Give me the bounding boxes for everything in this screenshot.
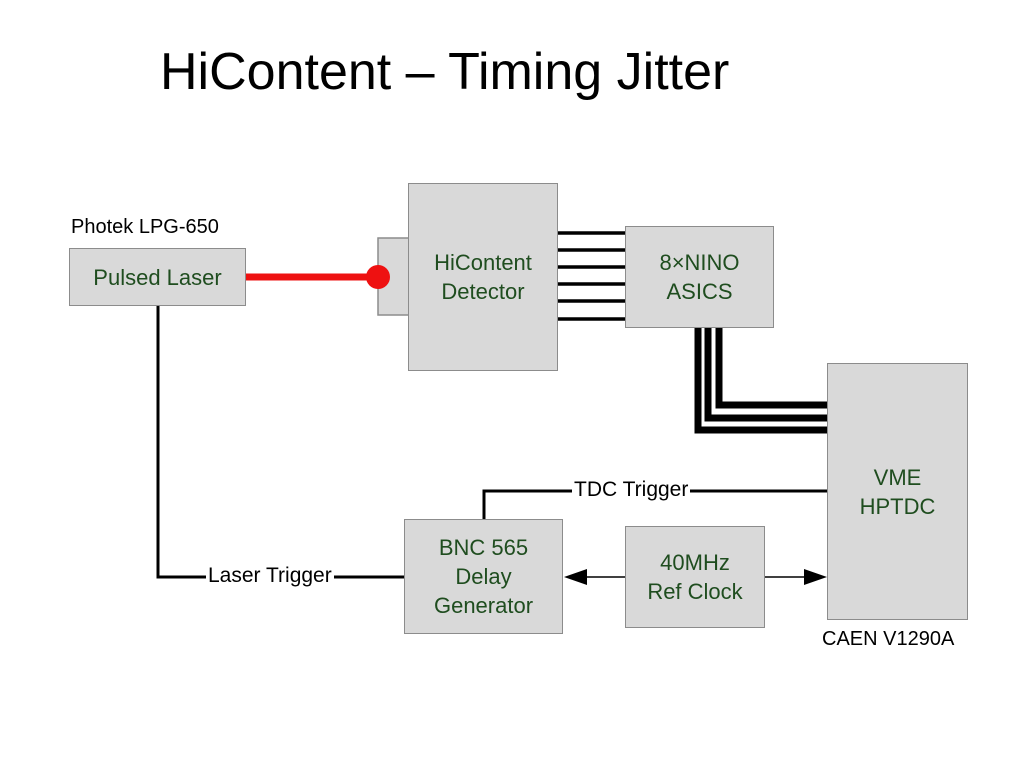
ref-clock-block: 40MHz Ref Clock <box>625 526 765 628</box>
hicontent-detector-label: HiContent Detector <box>434 250 532 304</box>
ref-clock-label: 40MHz Ref Clock <box>647 550 743 604</box>
vme-hptdc-block: VME HPTDC <box>827 363 968 620</box>
clock-to-vme-arrowhead <box>804 569 827 585</box>
delay-generator-label: BNC 565 Delay Generator <box>433 535 534 618</box>
hicontent-detector-block: HiContent Detector <box>408 183 558 371</box>
laser-beam-endpoint <box>366 265 390 289</box>
pulsed-laser-label: Pulsed Laser <box>93 264 222 290</box>
nino-asics-label: 8×NINO ASICS <box>659 250 740 304</box>
clock-to-delay-arrowhead <box>564 569 587 585</box>
laser-model-caption: Photek LPG-650 <box>71 216 219 238</box>
nino-vme-bus <box>694 328 827 434</box>
nino-asics-block: 8×NINO ASICS <box>625 226 774 328</box>
pulsed-laser-block: Pulsed Laser <box>69 248 246 306</box>
vme-hptdc-label: VME HPTDC <box>859 464 936 519</box>
delay-generator-block: BNC 565 Delay Generator <box>404 519 563 634</box>
laser-trigger-wire <box>156 306 404 579</box>
laser-trigger-label: Laser Trigger <box>206 564 334 588</box>
tdc-model-caption: CAEN V1290A <box>822 628 955 650</box>
detector-nino-bus <box>558 231 625 321</box>
slide-title: HiContent – Timing Jitter <box>160 43 730 101</box>
tdc-trigger-wire <box>482 489 827 519</box>
tdc-trigger-label: TDC Trigger <box>572 478 691 502</box>
